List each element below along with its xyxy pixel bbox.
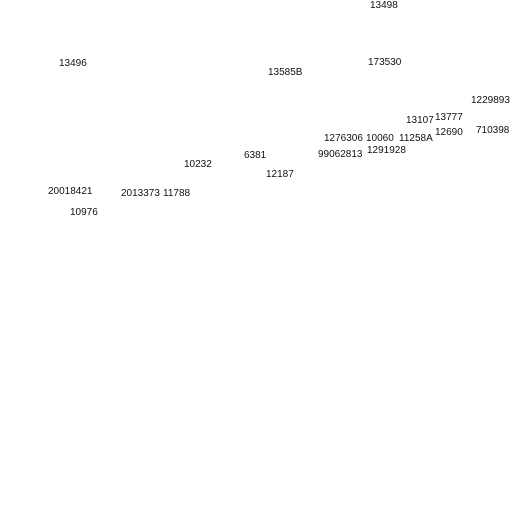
map-label: 13777 — [435, 112, 463, 123]
map-label: 12187 — [266, 169, 294, 180]
map-label: 11788 — [163, 188, 191, 199]
map-label: 99062813 — [318, 149, 363, 160]
map-label: 710398 — [476, 125, 510, 136]
map-label: 10060 — [366, 133, 394, 144]
map-label: 13498 — [370, 0, 398, 11]
map-label: 1291928 — [367, 145, 406, 156]
map-label: 1276306 — [324, 133, 363, 144]
map-label: 20018421 — [48, 186, 93, 197]
map-label: 11258A — [399, 133, 433, 144]
map-label: 6381 — [244, 150, 267, 161]
map-label: 10232 — [184, 159, 212, 170]
map-label: 173530 — [368, 57, 402, 68]
map-label: 10976 — [70, 207, 98, 218]
map-label: 1229893 — [471, 95, 510, 106]
map-label: 13496 — [59, 58, 87, 69]
map-label: 12690 — [435, 127, 463, 138]
map-label: 13107 — [406, 115, 434, 126]
map-label: 13585B — [268, 67, 303, 78]
map-label: 2013373 — [121, 188, 160, 199]
